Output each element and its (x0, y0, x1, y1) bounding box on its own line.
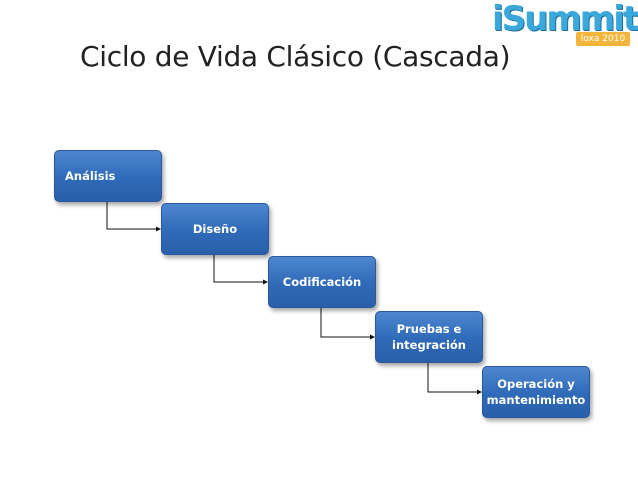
logo-tag: loxa 2010 (576, 32, 630, 46)
step-pruebas-integracion: Pruebas e integración (375, 311, 483, 363)
step-label: Diseño (192, 222, 238, 236)
step-label: Pruebas e integración (392, 322, 466, 352)
step-analisis: Análisis (54, 150, 162, 202)
step-label: Análisis (65, 169, 116, 183)
isummit-logo: iSummit loxa 2010 (492, 0, 638, 48)
step-diseno: Diseño (161, 203, 269, 255)
connector-diseno-codificacion (213, 254, 266, 283)
step-codificacion: Codificación (268, 256, 376, 308)
slide-title: Ciclo de Vida Clásico (Cascada) (80, 40, 511, 73)
connector-codificacion-pruebas (320, 307, 373, 338)
step-label: Codificación (282, 275, 362, 289)
logo-wordmark: iSummit (492, 0, 638, 39)
step-operacion-mantenimiento: Operación y mantenimiento (482, 366, 590, 418)
step-label: Operación y mantenimiento (486, 377, 586, 407)
connector-analisis-diseno (106, 202, 159, 230)
connector-pruebas-operacion (427, 363, 480, 393)
